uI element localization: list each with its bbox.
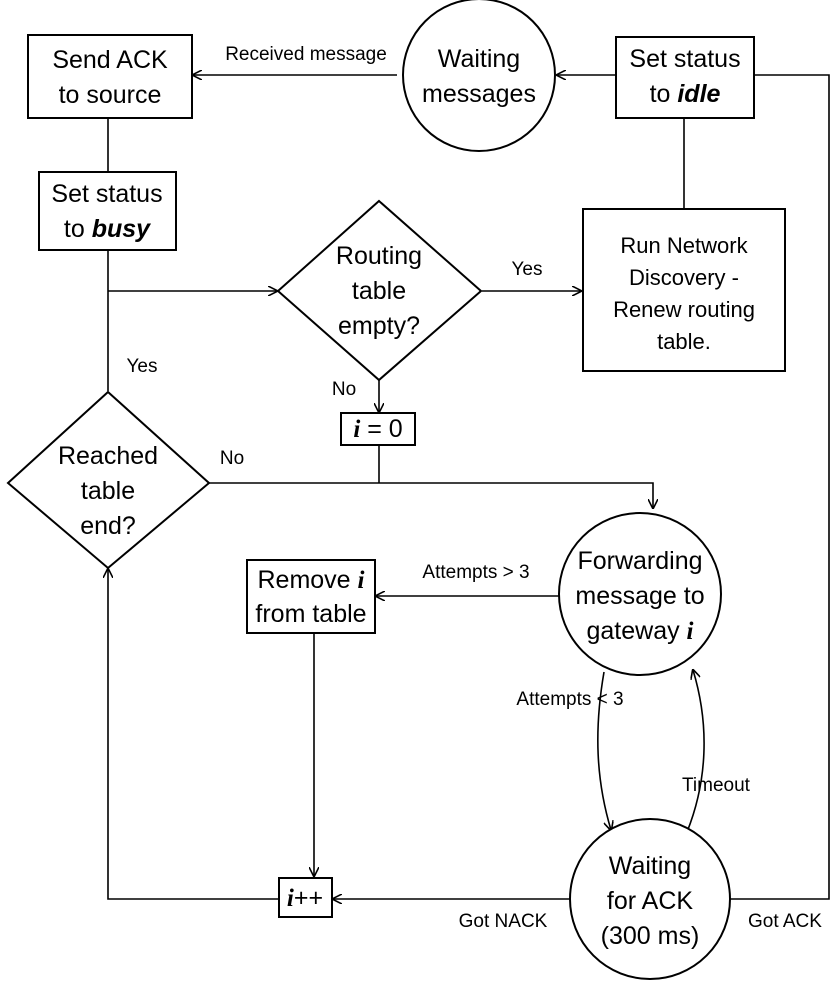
set-idle-prefix: to xyxy=(650,80,678,108)
node-waiting-messages: Waiting messages xyxy=(402,0,556,152)
waiting-ack-line1: Waiting xyxy=(609,852,691,880)
remove-i-line2: from table xyxy=(255,600,366,628)
reached-end-line3: end? xyxy=(80,512,136,540)
discovery-line1: Run Network xyxy=(620,233,748,258)
set-busy-line2: to busy xyxy=(64,215,151,243)
increment-emph: i xyxy=(287,885,294,912)
reached-end-line2: table xyxy=(81,477,135,505)
edge-timeout xyxy=(686,670,705,833)
init-i-text: i = 0 xyxy=(353,415,402,443)
remove-i-prefix: Remove xyxy=(258,566,358,594)
waiting-messages-line2: messages xyxy=(422,80,536,108)
edge-no-forward xyxy=(209,482,653,508)
label-timeout: Timeout xyxy=(682,775,751,796)
increment-suffix: ++ xyxy=(294,884,323,912)
node-increment: i++ xyxy=(278,877,333,918)
init-i-suffix: = 0 xyxy=(360,415,402,443)
node-set-busy: Set status to busy xyxy=(38,171,177,251)
routing-empty-line1: Routing xyxy=(336,242,422,270)
forwarding-line3: gateway i xyxy=(586,617,693,645)
label-yes-end: Yes xyxy=(127,356,158,377)
label-no-forward: No xyxy=(220,448,244,469)
node-remove-i: Remove i from table xyxy=(246,559,376,634)
send-ack-line1: Send ACK xyxy=(52,46,168,74)
edge-attempts-lt xyxy=(597,671,611,830)
node-init-i: i = 0 xyxy=(340,412,416,446)
node-set-idle: Set status to idle xyxy=(615,36,755,119)
waiting-ack-line3: (300 ms) xyxy=(601,922,700,950)
reached-end-line1: Reached xyxy=(58,442,158,470)
remove-i-emph: i xyxy=(358,567,365,594)
waiting-messages-line1: Waiting xyxy=(438,45,520,73)
send-ack-line2: to source xyxy=(59,81,162,109)
node-forwarding: Forwarding message to gateway i xyxy=(558,512,722,676)
label-received-message: Received message xyxy=(225,44,387,65)
forwarding-line1: Forwarding xyxy=(577,547,702,575)
label-attempts-lt: Attempts < 3 xyxy=(516,689,623,710)
label-attempts-gt: Attempts > 3 xyxy=(422,562,529,583)
label-yes-discovery: Yes xyxy=(512,259,543,280)
label-got-ack: Got ACK xyxy=(748,911,822,932)
routing-empty-line2: table xyxy=(352,277,406,305)
forwarding-prefix: gateway xyxy=(586,617,686,645)
edge-got-ack xyxy=(727,74,830,900)
node-routing-empty: Routing table empty? xyxy=(276,199,483,382)
remove-i-line1: Remove i xyxy=(258,566,365,594)
set-busy-emph: busy xyxy=(92,215,151,243)
label-no-init: No xyxy=(332,379,356,400)
forwarding-emph: i xyxy=(687,618,694,645)
discovery-line4: table. xyxy=(657,329,711,354)
set-busy-line1: Set status xyxy=(51,180,162,208)
label-got-nack: Got NACK xyxy=(459,911,548,932)
set-idle-line1: Set status xyxy=(629,45,740,73)
node-reached-end: Reached table end? xyxy=(6,390,211,570)
edge-labels: Received message Yes No Yes No Attempts … xyxy=(127,44,823,932)
increment-text: i++ xyxy=(287,884,323,912)
forwarding-line2: message to xyxy=(575,582,704,610)
discovery-line2: Discovery - xyxy=(629,265,739,290)
node-waiting-ack: Waiting for ACK (300 ms) xyxy=(569,818,731,980)
node-network-discovery: Run Network Discovery - Renew routing ta… xyxy=(582,208,786,372)
set-idle-emph: idle xyxy=(677,80,720,108)
routing-empty-line3: empty? xyxy=(338,312,420,340)
edge-inc-to-end xyxy=(108,569,279,900)
set-busy-prefix: to xyxy=(64,215,92,243)
discovery-line3: Renew routing xyxy=(613,297,755,322)
node-send-ack: Send ACK to source xyxy=(27,34,193,119)
waiting-ack-line2: for ACK xyxy=(607,887,693,915)
init-i-emph: i xyxy=(353,416,360,443)
edges xyxy=(108,74,830,900)
set-idle-line2: to idle xyxy=(650,80,721,108)
